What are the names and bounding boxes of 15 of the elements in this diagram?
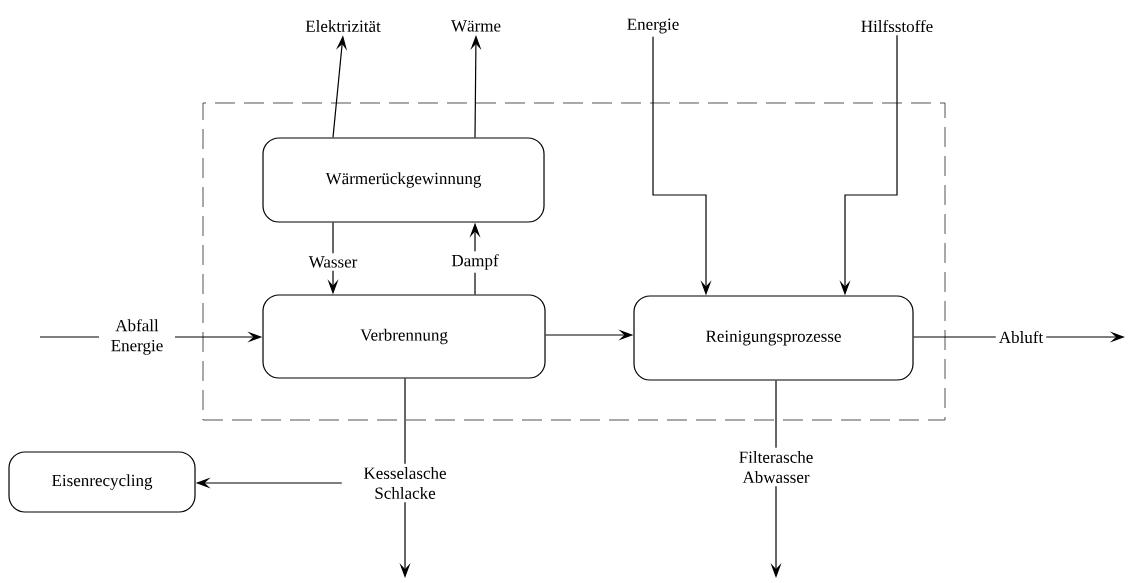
- flow-label: Filterasche Abwasser: [739, 451, 813, 483]
- flow-label: Wärme: [451, 20, 501, 32]
- process-box: Eisenrecycling: [8, 451, 196, 513]
- process-box: Wärmerückgewinnung: [262, 137, 545, 223]
- edge-label: Abfall Energie: [99, 316, 175, 358]
- edge-label: Abluft: [995, 327, 1047, 347]
- process-box: Verbrennung: [262, 294, 546, 379]
- flow-label: Hilfsstoffe: [861, 19, 933, 33]
- flow-label: Energie: [627, 18, 679, 34]
- dashed-boundary: [202, 102, 946, 421]
- process-box: Reinigungsprozesse: [633, 295, 914, 381]
- edge-label: Dampf: [448, 251, 502, 273]
- flow-label: Kesselasche Schlacke: [363, 467, 446, 499]
- edge-label: Wasser: [305, 253, 361, 271]
- flow-label: Elektrizität: [305, 20, 381, 32]
